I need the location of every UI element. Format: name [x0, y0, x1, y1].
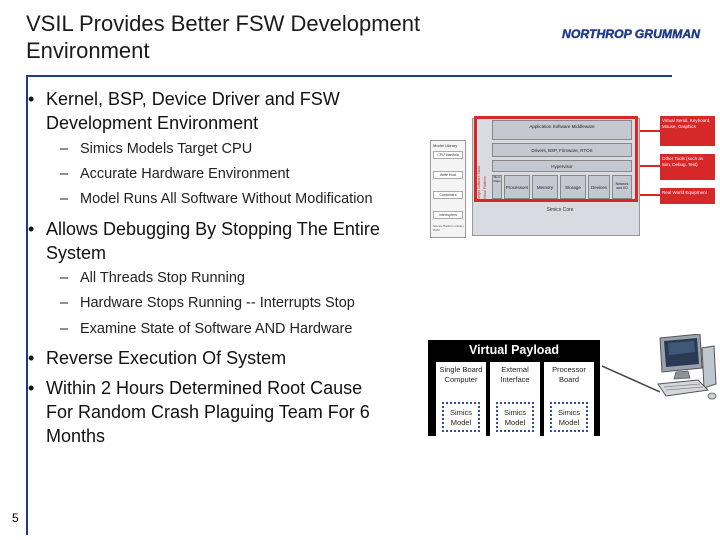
- sub-bullet-text: Examine State of Software AND Hardware: [80, 321, 353, 337]
- sub-bullet: –Simics Models Target CPU: [60, 141, 253, 157]
- sub-bullet: –Model Runs All Software Without Modific…: [60, 191, 373, 207]
- layer-processors: Processors: [504, 175, 530, 199]
- bullet-2-line1: Allows Debugging By Stopping The Entire: [46, 219, 380, 239]
- sub-bullet-text: All Threads Stop Running: [80, 270, 245, 286]
- title-divider: [26, 75, 672, 77]
- library-cell: Interrupters: [433, 211, 463, 219]
- bullet-dot: •: [28, 219, 35, 239]
- bullet-dot: •: [28, 378, 35, 398]
- callout-real-world: Real World Equipment: [660, 188, 715, 204]
- layer-simics-core: Simics Core: [546, 207, 574, 213]
- connection-cable-icon: [602, 365, 660, 393]
- payload-column-label: Processor Board: [552, 365, 586, 384]
- simics-model-box: Simics Model: [496, 402, 534, 432]
- model-library-title: Model Library: [433, 143, 458, 148]
- slide-title-line2: Environment: [26, 38, 150, 63]
- library-cell: Write Host: [433, 171, 463, 179]
- callout-arrow: [640, 130, 660, 132]
- library-cell: CPU Manifold: [433, 151, 463, 159]
- bullet-1-line1: Kernel, BSP, Device Driver and FSW: [46, 89, 340, 109]
- layer-network: Network and I/O: [612, 175, 632, 199]
- northrop-grumman-logo: NORTHROP GRUMMAN: [562, 27, 702, 41]
- page-number: 5: [12, 511, 19, 525]
- callout-arrow: [640, 194, 660, 196]
- model-library: Model Library CPU Manifold Write Host Cu…: [430, 140, 466, 238]
- target-stack-highlight: [474, 116, 638, 202]
- library-footer: Simics Platform Library RAM: [433, 224, 464, 232]
- layer-storage: Storage: [560, 175, 586, 199]
- payload-column-label: External Interface: [500, 365, 530, 384]
- library-cell: Customers: [433, 191, 463, 199]
- sub-bullet: –Examine State of Software AND Hardware: [60, 321, 353, 337]
- architecture-diagram: Model Library CPU Manifold Write Host Cu…: [430, 110, 715, 240]
- sub-bullet: –All Threads Stop Running: [60, 270, 245, 286]
- payload-column: Single Board Computer Simics Model: [436, 362, 486, 436]
- sub-bullet-text: Simics Models Target CPU: [80, 141, 253, 157]
- bullet-1-line2: Development Environment: [46, 113, 259, 133]
- desktop-computer-icon: [657, 334, 717, 400]
- layer-memory: Memory: [532, 175, 558, 199]
- callout-virtual-io: Virtual Serial, Keyboard, Mouse, Graphic…: [660, 116, 715, 146]
- layer-drivers: Drivers, BSP, Firmware, RTOS: [492, 143, 632, 157]
- target-stack-label: Target Software Stack: [477, 165, 481, 200]
- sub-bullet: –Accurate Hardware Environment: [60, 166, 290, 182]
- simics-model-box: Simics Model: [550, 402, 588, 432]
- sub-bullet-text: Accurate Hardware Environment: [80, 166, 290, 182]
- bullet-3: • Reverse Execution Of System: [28, 346, 408, 370]
- bullet-dot: •: [28, 348, 35, 368]
- bullet-4-line2: For Random Crash Plaguing Team For 6: [46, 402, 370, 422]
- callout-arrow: [640, 165, 660, 167]
- callout-other-tools: Other Tools (such as Sim, Debug, Test): [660, 154, 715, 180]
- bullet-1: • Kernel, BSP, Device Driver and FSW Dev…: [28, 87, 408, 135]
- bullet-dot: •: [28, 89, 35, 109]
- bullet-2-line2: System: [46, 243, 107, 263]
- layer-mem-maps: Mem Maps: [492, 175, 502, 199]
- layer-hypervisor: Hypervisor: [492, 160, 632, 172]
- bullet-4: • Within 2 Hours Determined Root Cause F…: [28, 376, 418, 448]
- payload-column: External Interface Simics Model: [490, 362, 540, 436]
- slide-title: VSIL Provides Better FSW Development Env…: [26, 10, 420, 64]
- payload-column: Processor Board Simics Model: [544, 362, 594, 436]
- sub-bullet: –Hardware Stops Running -- Interrupts St…: [60, 295, 355, 311]
- virtual-payload-panel: Virtual Payload Single Board Computer Si…: [428, 340, 600, 436]
- layer-application: Application Software Middleware: [492, 120, 632, 140]
- left-divider: [26, 75, 28, 535]
- virtual-payload-title: Virtual Payload: [468, 343, 560, 357]
- layer-devices: Devices: [588, 175, 610, 199]
- slide-title-line1: VSIL Provides Better FSW Development: [26, 11, 421, 36]
- sub-bullet-text: Hardware Stops Running -- Interrupts Sto…: [80, 295, 355, 311]
- bullet-2: • Allows Debugging By Stopping The Entir…: [28, 217, 428, 265]
- bullet-4-line3: Months: [46, 426, 106, 446]
- bullet-3-line1: Reverse Execution Of System: [46, 348, 287, 368]
- logo-text: NORTHROP GRUMMAN: [562, 29, 701, 41]
- sub-bullet-text: Model Runs All Software Without Modifica…: [80, 191, 373, 207]
- payload-column-label: Single Board Computer: [439, 365, 483, 384]
- bullet-4-line1: Within 2 Hours Determined Root Cause: [46, 378, 363, 398]
- virtual-platform-label: Virtual Platform: [483, 176, 487, 200]
- simics-model-box: Simics Model: [442, 402, 480, 432]
